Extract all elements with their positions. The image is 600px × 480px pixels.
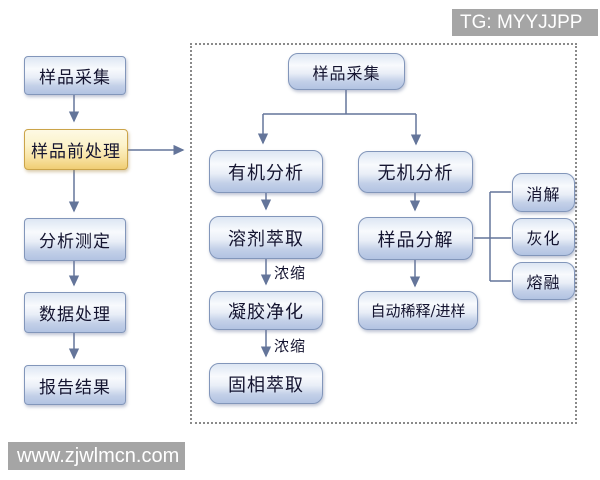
detail-frame-border <box>190 43 577 424</box>
detail-inorganic-analysis: 无机分析 <box>358 151 473 193</box>
method-digestion: 消解 <box>512 173 575 212</box>
edge-label-concentrate-2: 浓缩 <box>274 337 307 355</box>
detail-root-sample-collection: 样品采集 <box>288 53 405 90</box>
method-ashing: 灰化 <box>512 218 575 256</box>
overview-step-sample-collection: 样品采集 <box>24 56 126 95</box>
overview-step-analysis-determination: 分析测定 <box>24 218 126 261</box>
detail-sample-decomposition: 样品分解 <box>358 217 473 260</box>
detail-solvent-extraction: 溶剂萃取 <box>209 216 323 259</box>
edge-label-concentrate-1: 浓缩 <box>274 264 307 282</box>
detail-solid-phase-extraction: 固相萃取 <box>209 363 323 404</box>
detail-gel-purification: 凝胶净化 <box>209 291 323 330</box>
detail-organic-analysis: 有机分析 <box>209 150 323 193</box>
overview-step-data-processing: 数据处理 <box>24 292 126 333</box>
method-fusion: 熔融 <box>512 262 575 300</box>
overview-step-sample-pretreatment: 样品前处理 <box>24 129 128 170</box>
detail-auto-dilution-injection: 自动稀释/进样 <box>358 291 478 330</box>
site-watermark-badge: www.zjwlmcn.com <box>8 442 185 470</box>
tg-watermark-badge: TG: MYYJJPP <box>452 9 598 36</box>
overview-step-report-results: 报告结果 <box>24 365 126 405</box>
